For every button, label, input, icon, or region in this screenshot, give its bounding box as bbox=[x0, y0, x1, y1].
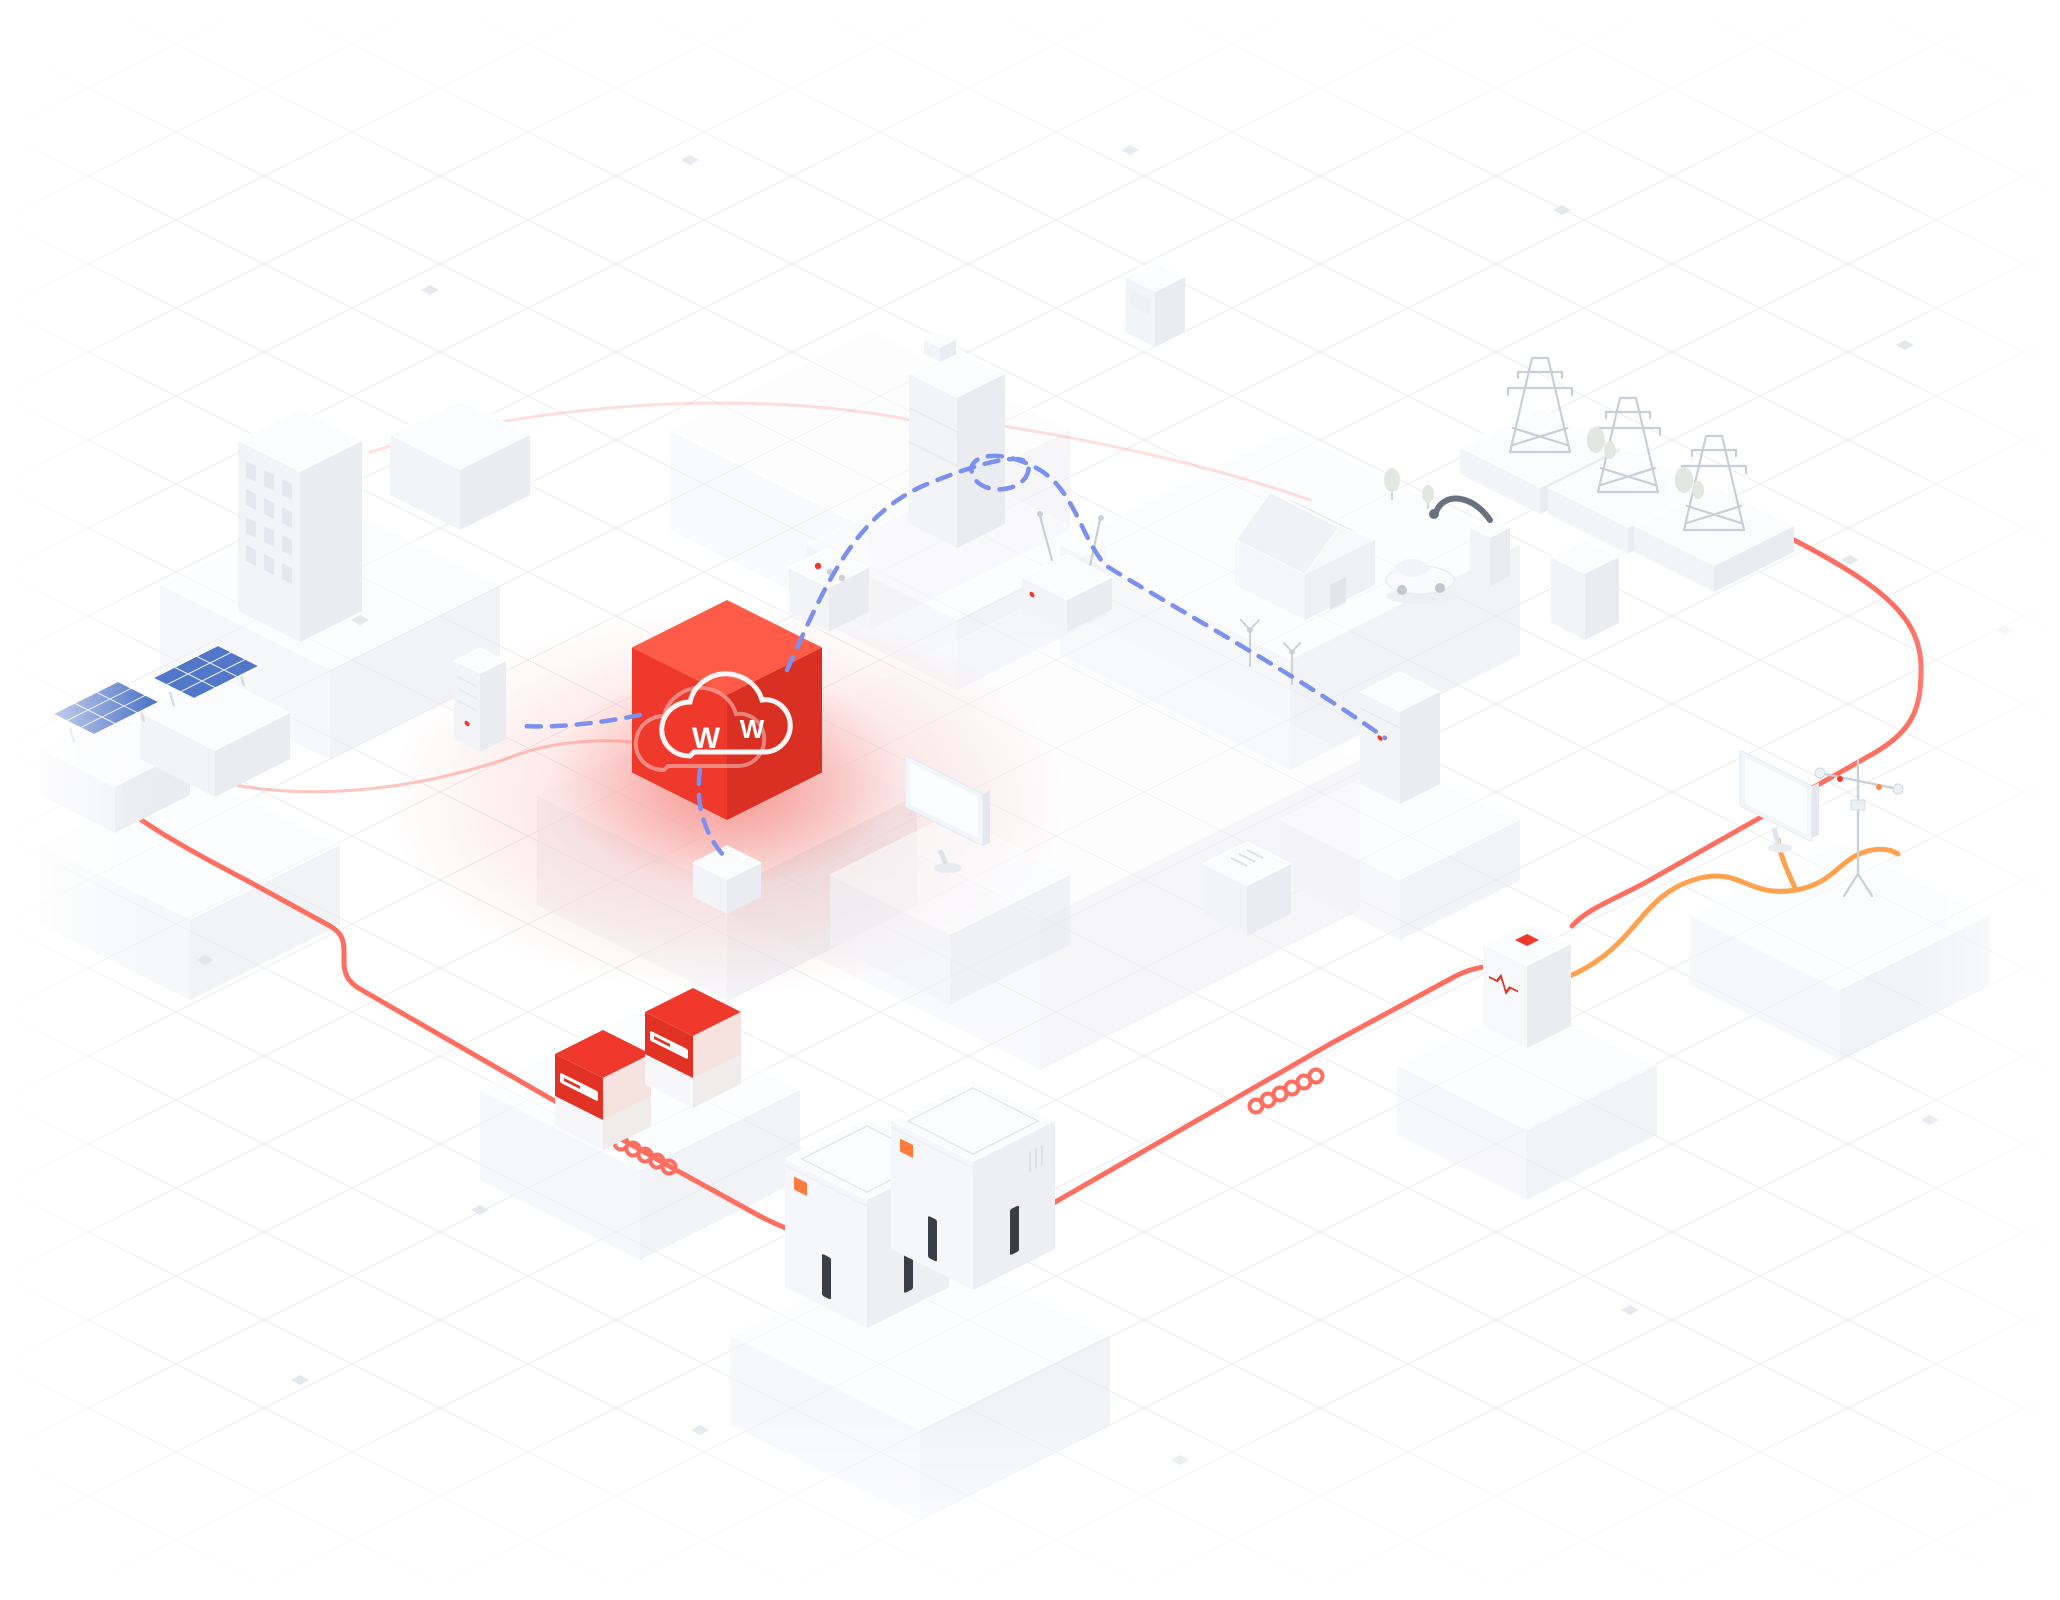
mast bbox=[1818, 758, 1900, 898]
charger-arm bbox=[1433, 495, 1493, 523]
edge-fade-top bbox=[0, 0, 2060, 170]
display-edge bbox=[1812, 782, 1819, 838]
transmission-towers: Transmission towers bbox=[1459, 356, 1795, 592]
office-building: Office building bbox=[237, 409, 363, 642]
data-link: Data link bbox=[784, 453, 1388, 741]
edge-fade-right bbox=[1910, 0, 2060, 1600]
cable-coil bbox=[1247, 1067, 1325, 1115]
smart-meter: Smart meter bbox=[1124, 261, 1186, 347]
cloud-outline-echo-icon bbox=[633, 685, 767, 773]
edge-fade-left bbox=[0, 0, 150, 1600]
desk-slab bbox=[829, 814, 1071, 1005]
aux-cable: Auxiliary line bbox=[1557, 846, 1901, 983]
ev-charger: EV charger bbox=[1429, 495, 1511, 586]
pv-cable: PV power line bbox=[127, 809, 1521, 1255]
weather-station: Weather station bbox=[1814, 758, 1904, 898]
control-panel: Control panel bbox=[788, 547, 870, 632]
tree-icon bbox=[1587, 427, 1704, 499]
wall-left bbox=[1235, 540, 1305, 620]
utility-cabinet: Utility cabinet bbox=[908, 331, 1006, 548]
edge-fade-bottom bbox=[0, 1410, 2060, 1600]
electric-car: Electric car bbox=[1385, 559, 1458, 604]
panel-led bbox=[814, 562, 822, 570]
monitor-edge bbox=[983, 790, 990, 846]
display-screen: Display screen bbox=[1739, 750, 1819, 853]
building-block: Building block bbox=[389, 399, 531, 530]
wind-turbine-icon bbox=[1240, 619, 1260, 667]
display-base bbox=[1768, 843, 1792, 853]
inverter: Inverter bbox=[555, 1030, 651, 1150]
inverter-label-mark bbox=[654, 1035, 670, 1047]
sensor-led bbox=[1876, 784, 1882, 790]
home-battery: Battery cabinet bbox=[1359, 671, 1441, 804]
tree-icon bbox=[1422, 485, 1434, 503]
panel-button bbox=[838, 574, 846, 582]
data-link: Data link bbox=[696, 767, 727, 859]
inverter: Inverter bbox=[645, 988, 741, 1108]
logo-letter: W bbox=[692, 722, 721, 755]
data-links: Data link Data link Data link bbox=[517, 453, 1388, 859]
building-windows bbox=[246, 460, 292, 584]
top-inset bbox=[906, 1087, 1040, 1155]
wind-turbine-icon bbox=[1283, 642, 1301, 685]
sensor-icon bbox=[1892, 783, 1904, 795]
fuse-symbol bbox=[1489, 973, 1518, 995]
wind-turbines: Wind turbines bbox=[1240, 619, 1301, 685]
data-link: Data link bbox=[517, 712, 643, 729]
battery-storage-unit: Battery storage unit bbox=[890, 1079, 1056, 1290]
monitor-base bbox=[934, 863, 962, 873]
logo-letter: W bbox=[740, 714, 765, 744]
door bbox=[1330, 577, 1346, 610]
inverter-label-mark bbox=[564, 1077, 580, 1089]
red-marker bbox=[1515, 934, 1539, 946]
terrace-slab bbox=[1396, 999, 1658, 1200]
grid-connection-box: Grid connection box bbox=[1482, 921, 1572, 1048]
antenna-icon bbox=[1038, 514, 1102, 568]
car-wheel bbox=[1435, 583, 1445, 593]
charger-cabinet: Charger cabinet bbox=[1550, 539, 1620, 640]
vent-slot bbox=[1010, 1205, 1019, 1255]
cube-left-face bbox=[632, 647, 727, 820]
vent-slot bbox=[928, 1216, 937, 1262]
display-stand bbox=[1771, 827, 1781, 845]
monitor-stand bbox=[937, 849, 949, 865]
solar-pedestal bbox=[139, 675, 291, 797]
charger-head bbox=[1429, 509, 1439, 519]
desk-monitor: Desktop monitor bbox=[829, 755, 1071, 1005]
solar-panel bbox=[149, 643, 263, 707]
sensor-led bbox=[1837, 776, 1843, 782]
sensor-icon bbox=[1814, 767, 1826, 779]
car-cabin bbox=[1395, 559, 1429, 577]
vent-slot bbox=[822, 1254, 831, 1300]
cloud-outline-icon bbox=[659, 671, 793, 759]
orange-badge bbox=[900, 1138, 913, 1158]
battery-led bbox=[1377, 735, 1383, 741]
distribution-board: Distribution board bbox=[453, 647, 507, 752]
trees: Trees bbox=[1384, 468, 1434, 509]
cloud-logo: W W bbox=[633, 671, 793, 773]
gable bbox=[1305, 527, 1375, 575]
cabinet-top-box bbox=[923, 331, 957, 362]
panel-grid bbox=[165, 651, 247, 693]
meter-screen bbox=[1130, 289, 1150, 316]
router: Wireless router bbox=[1021, 511, 1113, 632]
power-trace: Power trace bbox=[194, 739, 652, 794]
orange-badge bbox=[794, 1176, 807, 1196]
house: House bbox=[1233, 490, 1376, 620]
terrace-slab bbox=[1279, 759, 1521, 940]
board-led bbox=[464, 720, 470, 727]
router-led bbox=[1029, 591, 1035, 598]
vent-lines bbox=[1230, 849, 1264, 867]
cloud-platform-cube: Cloud energy platform W W bbox=[632, 600, 822, 820]
tree-icon bbox=[1384, 468, 1400, 492]
car-wheel bbox=[1397, 585, 1407, 595]
power-trace: Power trace bbox=[988, 422, 1312, 502]
sensor-box bbox=[1850, 799, 1866, 811]
meter-box: Meter box bbox=[1202, 841, 1292, 936]
tower bbox=[1633, 434, 1795, 592]
cube-right-face bbox=[727, 647, 822, 820]
